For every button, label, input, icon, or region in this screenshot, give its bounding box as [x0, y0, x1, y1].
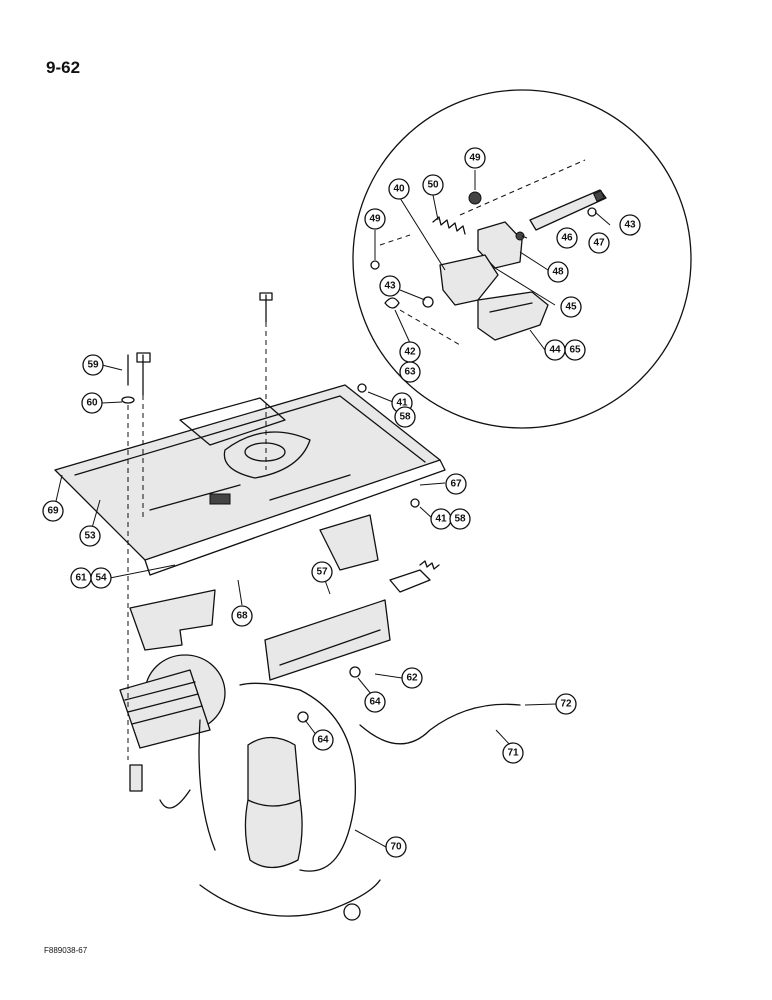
svg-text:64: 64 — [317, 735, 329, 746]
callout-43: 43 — [379, 275, 401, 297]
callout-62: 62 — [401, 667, 423, 689]
callout-48: 48 — [547, 261, 569, 283]
svg-text:68: 68 — [236, 611, 248, 622]
svg-text:72: 72 — [560, 699, 572, 710]
svg-text:64: 64 — [369, 697, 381, 708]
callout-44: 44 — [544, 339, 566, 361]
callout-54: 54 — [90, 567, 112, 589]
svg-text:44: 44 — [549, 345, 561, 356]
svg-text:50: 50 — [427, 180, 439, 191]
callout-69: 69 — [42, 500, 64, 522]
detail-view — [352, 89, 692, 429]
callout-53: 53 — [79, 525, 101, 547]
svg-text:53: 53 — [84, 531, 96, 542]
slide-rail-part — [264, 514, 391, 681]
callout-58: 58 — [394, 406, 416, 428]
callout-60: 60 — [81, 392, 103, 414]
svg-text:42: 42 — [404, 347, 416, 358]
svg-text:45: 45 — [565, 302, 577, 313]
callout-58: 58 — [449, 508, 471, 530]
svg-text:41: 41 — [435, 514, 447, 525]
compressor-part — [119, 654, 226, 749]
svg-text:65: 65 — [569, 345, 581, 356]
callout-70: 70 — [385, 836, 407, 858]
svg-text:48: 48 — [552, 267, 564, 278]
callout-65: 65 — [564, 339, 586, 361]
callout-42: 42 — [399, 341, 421, 363]
svg-text:63: 63 — [404, 367, 416, 378]
bracket-part — [477, 221, 523, 269]
callout-47: 47 — [588, 232, 610, 254]
callout-64: 64 — [312, 729, 334, 751]
spacer-plate-part — [129, 589, 216, 651]
callout-40: 40 — [388, 178, 410, 200]
callout-68: 68 — [231, 605, 253, 627]
callout-49: 49 — [364, 208, 386, 230]
callout-45: 45 — [560, 296, 582, 318]
svg-text:58: 58 — [399, 412, 411, 423]
svg-text:49: 49 — [469, 153, 481, 164]
svg-text:49: 49 — [369, 214, 381, 225]
spring-part — [432, 216, 466, 235]
hose-70 — [299, 689, 357, 872]
handle-grip-part — [477, 291, 549, 341]
seat-plate-part — [54, 384, 446, 576]
callout-63: 63 — [399, 361, 421, 383]
svg-text:67: 67 — [450, 479, 462, 490]
svg-text:71: 71 — [507, 748, 519, 759]
callout-72: 72 — [555, 693, 577, 715]
callout-57: 57 — [311, 561, 333, 583]
svg-text:70: 70 — [390, 842, 402, 853]
callout-41: 41 — [430, 508, 452, 530]
svg-text:40: 40 — [393, 184, 405, 195]
svg-text:43: 43 — [624, 220, 636, 231]
lever-part — [439, 254, 499, 306]
svg-text:58: 58 — [454, 514, 466, 525]
callout-49: 49 — [464, 147, 486, 169]
svg-text:41: 41 — [396, 398, 408, 409]
callout-71: 71 — [502, 742, 524, 764]
callout-43: 43 — [619, 214, 641, 236]
shaft-part — [529, 189, 607, 231]
svg-text:62: 62 — [406, 673, 418, 684]
svg-text:43: 43 — [384, 281, 396, 292]
page-number: 9-62 — [46, 58, 81, 77]
air-spring-part — [244, 736, 303, 869]
svg-text:54: 54 — [95, 573, 107, 584]
sensor-part — [129, 764, 143, 792]
svg-text:47: 47 — [593, 238, 605, 249]
svg-text:46: 46 — [561, 233, 573, 244]
wire-harness — [199, 879, 381, 917]
callout-64: 64 — [364, 691, 386, 713]
figure-code: F889038-67 — [44, 946, 88, 955]
callout-61: 61 — [70, 567, 92, 589]
callout-67: 67 — [445, 473, 467, 495]
callout-46: 46 — [556, 227, 578, 249]
svg-text:69: 69 — [47, 506, 59, 517]
callout-59: 59 — [82, 354, 104, 376]
svg-text:57: 57 — [316, 567, 328, 578]
callout-50: 50 — [422, 174, 444, 196]
svg-text:59: 59 — [87, 360, 99, 371]
svg-text:60: 60 — [86, 398, 98, 409]
hose-71 — [359, 703, 521, 745]
svg-text:61: 61 — [75, 573, 87, 584]
